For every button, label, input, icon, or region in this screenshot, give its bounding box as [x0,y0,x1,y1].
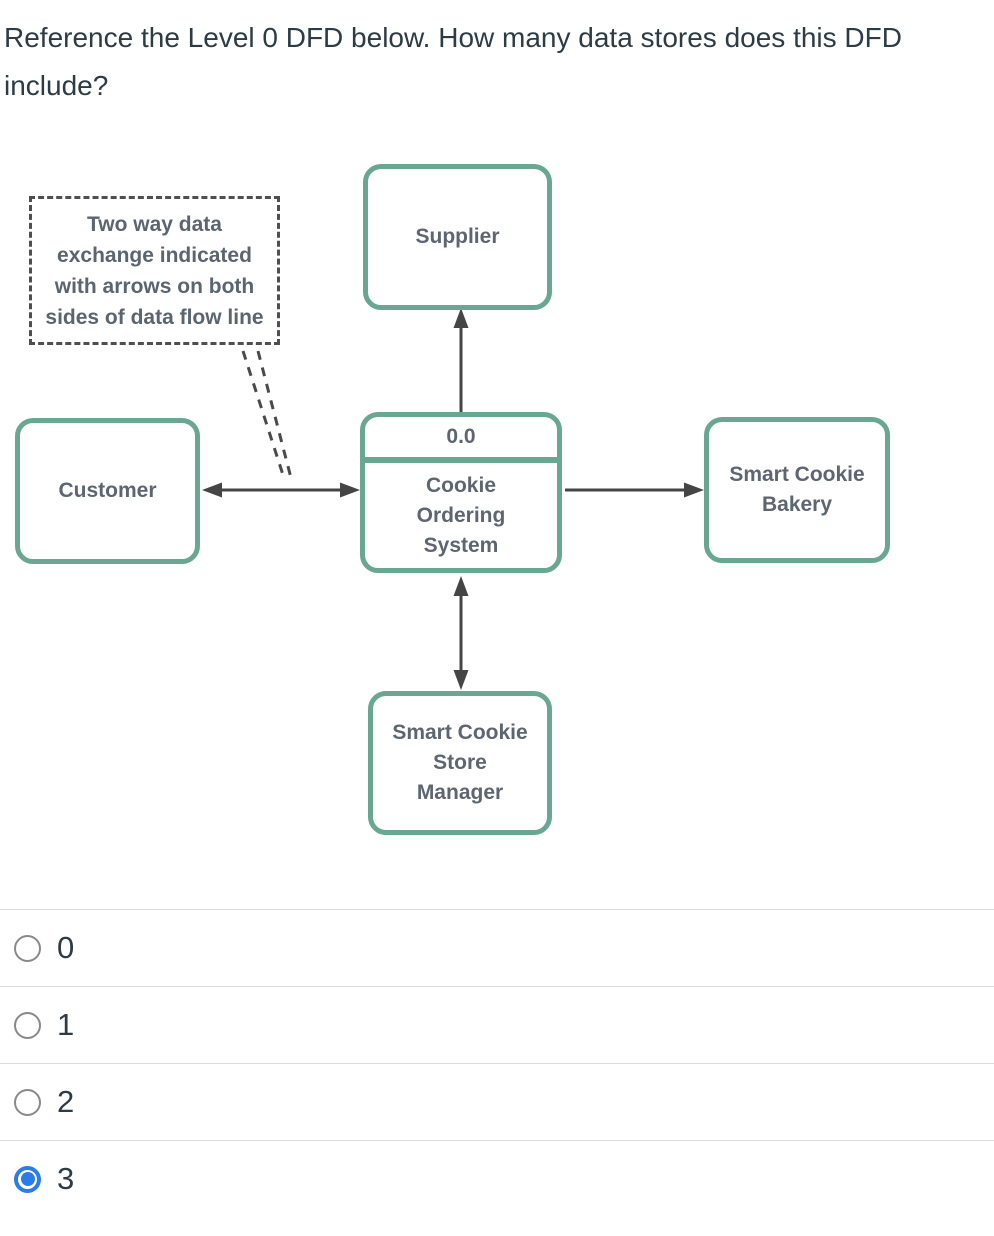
answer-option-1[interactable]: 1 [0,986,994,1063]
arrow-process-to-bakery [565,482,704,498]
option-label: 1 [57,1007,75,1042]
node-customer: Customer [15,418,200,564]
arrow-customer-process-bidirectional [202,482,360,498]
node-supplier: Supplier [363,164,552,310]
node-process-cookie-ordering-system: 0.0 Cookie Ordering System [360,412,562,573]
question-text: Reference the Level 0 DFD below. How man… [4,22,902,101]
dfd-diagram: Two way data exchange indicated with arr… [15,164,890,835]
process-label: Cookie Ordering System [416,473,506,557]
option-label: 2 [57,1084,75,1119]
answer-options: 0 1 2 3 [0,909,994,1217]
answer-option-2[interactable]: 2 [0,1063,994,1140]
radio-button[interactable] [14,934,41,962]
annotation-note: Two way data exchange indicated with arr… [29,196,280,345]
arrow-process-storemanager-bidirectional [453,576,469,690]
answer-option-0[interactable]: 0 [0,909,994,986]
arrow-process-to-supplier [453,308,469,412]
process-id: 0.0 [365,417,557,463]
dfd-arrows [202,308,704,690]
radio-button[interactable] [14,1088,41,1116]
radio-button[interactable] [14,1165,41,1193]
node-smart-cookie-store-manager: Smart Cookie Store Manager [368,691,552,835]
radio-button[interactable] [14,1011,41,1039]
option-label: 0 [57,930,75,965]
node-smart-cookie-bakery: Smart Cookie Bakery [704,417,890,563]
answer-option-3[interactable]: 3 [0,1140,994,1217]
option-label: 3 [57,1161,75,1196]
annotation-leader-lines [241,350,293,479]
